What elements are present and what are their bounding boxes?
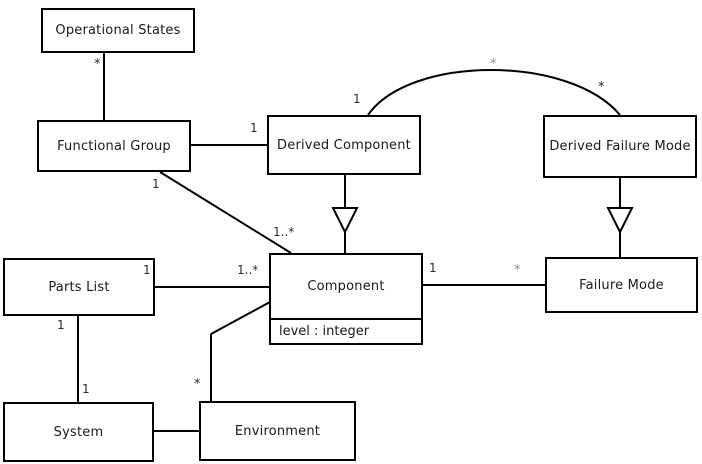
class-box-failure-mode[interactable]: Failure Mode	[545, 257, 698, 313]
class-name-component: Component	[307, 279, 385, 294]
class-name-operational-states: Operational States	[55, 23, 181, 38]
class-box-system[interactable]: System	[3, 402, 154, 462]
class-box-functional-group[interactable]: Functional Group	[37, 120, 191, 172]
multiplicity-component-right: 1	[429, 261, 437, 275]
multiplicity-functional-group-component: 1	[152, 177, 160, 191]
multiplicity-component-left: 1..*	[237, 263, 259, 277]
multiplicity-system-top: 1	[82, 382, 90, 396]
multiplicity-parts-list-right: 1	[143, 263, 151, 277]
class-name-system: System	[53, 424, 104, 440]
class-box-parts-list[interactable]: Parts List	[3, 258, 155, 316]
class-box-component[interactable]: Component level : integer	[269, 253, 423, 345]
edge-functional-group-component	[159, 171, 292, 254]
generalization-triangle-icon-component	[331, 207, 359, 235]
class-name-derived-failure-mode: Derived Failure Mode	[549, 139, 691, 154]
class-name-parts-list: Parts List	[48, 279, 110, 295]
class-box-derived-component[interactable]: Derived Component	[267, 115, 421, 175]
multiplicity-arc-derived-component-end: 1	[353, 92, 361, 106]
multiplicity-arc-derived-failure-mode-end: *	[598, 80, 605, 95]
class-attribute-component-level: level : integer	[271, 318, 421, 343]
edge-environment-component-diagonal	[210, 301, 271, 335]
multiplicity-arc-apex: *	[490, 57, 497, 72]
multiplicity-environment-top: *	[194, 377, 201, 392]
multiplicity-failure-mode-left: *	[514, 263, 521, 278]
class-box-derived-failure-mode[interactable]: Derived Failure Mode	[543, 115, 697, 178]
multiplicity-derived-component-left: 1	[250, 121, 258, 135]
class-name-failure-mode: Failure Mode	[579, 277, 664, 293]
class-box-environment[interactable]: Environment	[199, 401, 356, 461]
class-name-environment: Environment	[234, 423, 321, 439]
edge-derived-component-derived-failure-mode-arc	[367, 69, 621, 116]
class-box-operational-states[interactable]: Operational States	[41, 8, 195, 53]
class-name-derived-component: Derived Component	[277, 137, 411, 153]
class-name-functional-group: Functional Group	[57, 138, 171, 154]
multiplicity-operational-states-functional-group: *	[94, 57, 101, 72]
generalization-triangle-icon-failure-mode	[606, 207, 634, 235]
multiplicity-component-from-functional-group: 1..*	[273, 225, 295, 239]
multiplicity-parts-list-bottom: 1	[57, 318, 65, 332]
